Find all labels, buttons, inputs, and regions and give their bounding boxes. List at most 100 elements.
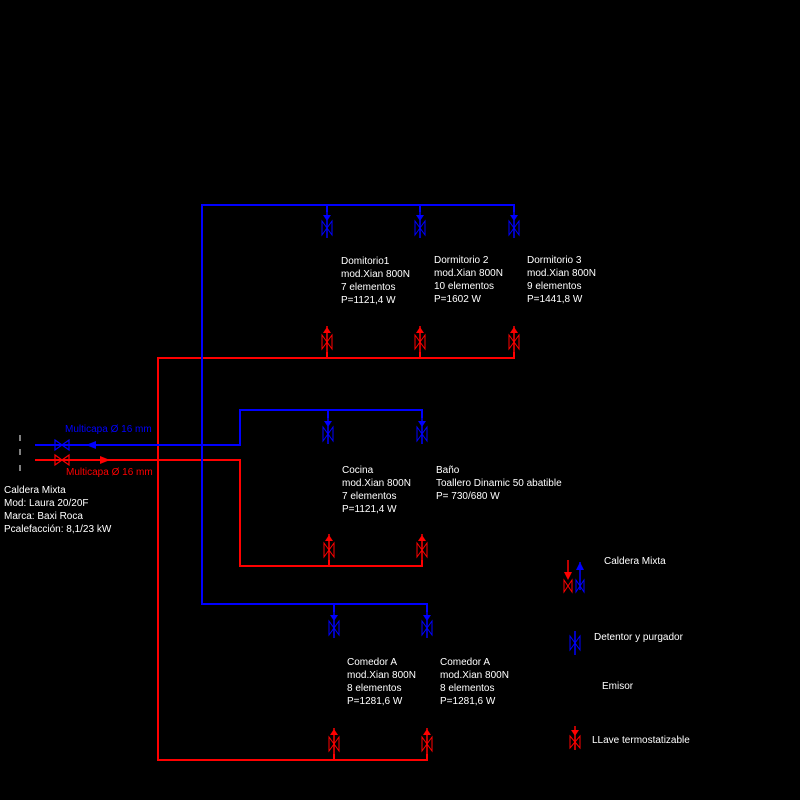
arrow-up-icon [418, 535, 426, 541]
supply-branch-bedrooms [157, 352, 515, 460]
legend-valve-label: LLave termostatizable [592, 735, 690, 746]
arrow-up-icon [423, 729, 431, 735]
valve-icon [421, 735, 433, 753]
room-name: Comedor A [440, 657, 490, 668]
valve-icon [563, 578, 573, 594]
valve-icon [421, 619, 433, 637]
supply-branch-kitchen [35, 459, 423, 567]
room-model: mod.Xian 800N [342, 478, 411, 489]
room-label-dining-a1: Comedor A mod.Xian 800N 8 elementos P=12… [347, 657, 416, 707]
arrow-down-icon [324, 421, 332, 427]
arrow-left-icon [86, 441, 96, 449]
arrow-up-icon [416, 327, 424, 333]
room-model: mod.Xian 800N [341, 269, 410, 280]
detentor-valve-3 [508, 212, 520, 238]
legend-emitter-label: Emisor [602, 681, 634, 692]
room-power: P= 730/680 W [436, 491, 500, 502]
arrow-down-icon [423, 615, 431, 621]
return-pipe-network [35, 204, 515, 612]
legend-detentor-symbol [569, 631, 581, 655]
legend-detentor-label: Detentor y purgador [594, 632, 684, 643]
valve-icon [414, 219, 426, 237]
boiler-brand: Marca: Baxi Roca [4, 511, 83, 522]
detentor-valve-1 [321, 212, 333, 238]
room-label-dining-a2: Comedor A mod.Xian 800N 8 elementos P=12… [440, 657, 509, 707]
return-pipe-label: Multicapa Ø 16 mm [65, 424, 152, 435]
detentor-valve-4 [322, 418, 334, 444]
detentor-valves [321, 212, 520, 638]
thermostatic-valve-2 [414, 326, 426, 352]
room-name: Dormitorio 2 [434, 255, 489, 266]
room-name: Cocina [342, 465, 374, 476]
arrow-down-icon [330, 615, 338, 621]
arrow-right-icon [100, 456, 110, 464]
thermostatic-valve-3 [508, 326, 520, 352]
room-model: mod.Xian 800N [434, 268, 503, 279]
thermostatic-valve-4 [323, 534, 335, 560]
supply-pipe-network [35, 352, 515, 761]
room-name: Comedor A [347, 657, 397, 668]
room-label-bedroom-3: Dormitorio 3 mod.Xian 800N 9 elementos P… [527, 255, 596, 305]
valve-icon [414, 333, 426, 351]
room-elements: 7 elementos [342, 491, 396, 502]
boiler-title: Caldera Mixta [4, 485, 66, 496]
valve-icon [569, 634, 581, 652]
legend: Caldera Mixta Detentor y purgador Emisor… [563, 556, 690, 750]
room-elements: 9 elementos [527, 281, 581, 292]
valve-icon [508, 333, 520, 351]
room-name: Baño [436, 465, 460, 476]
boiler-model: Mod: Laura 20/20F [4, 498, 89, 509]
arrow-up-icon [325, 535, 333, 541]
return-branch-bedrooms [201, 204, 515, 445]
valve-icon [323, 541, 335, 559]
valve-icon [569, 734, 581, 750]
boiler-info: Caldera Mixta Mod: Laura 20/20F Marca: B… [4, 485, 112, 535]
detentor-valve-7 [421, 612, 433, 638]
thermostatic-valve-7 [421, 728, 433, 754]
main-valve-return [54, 438, 70, 452]
valve-icon [416, 541, 428, 559]
return-branch-dining [201, 445, 428, 612]
arrow-up-icon [323, 327, 331, 333]
arrow-up-icon [330, 729, 338, 735]
arrow-down-icon [416, 215, 424, 221]
main-valve-supply [54, 453, 70, 467]
room-label-bedroom-2: Dormitorio 2 mod.Xian 800N 10 elementos … [434, 255, 503, 305]
supply-bedroom-drops [326, 352, 421, 358]
room-label-bathroom: Baño Toallero Dinamic 50 abatible P= 730… [436, 465, 562, 502]
detentor-valve-5 [416, 418, 428, 444]
room-elements: 8 elementos [347, 683, 401, 694]
arrow-down-icon [564, 572, 572, 580]
boiler-power: Pcalefacción: 8,1/23 kW [4, 524, 112, 535]
valve-icon [575, 578, 585, 594]
thermostatic-valve-1 [321, 326, 333, 352]
room-elements: 7 elementos [341, 282, 395, 293]
thermostatic-valves [321, 326, 520, 754]
room-model: mod.Xian 800N [347, 670, 416, 681]
valve-icon [321, 333, 333, 351]
return-branch-kitchen [35, 409, 423, 446]
arrow-down-icon [510, 215, 518, 221]
detentor-valve-2 [414, 212, 426, 238]
arrow-up-icon [510, 327, 518, 333]
supply-branch-dining [157, 460, 428, 761]
supply-pipe-label: Multicapa Ø 16 mm [66, 467, 153, 478]
room-power: P=1121,4 W [341, 295, 396, 306]
room-power: P=1121,4 W [342, 504, 397, 515]
legend-boiler-label: Caldera Mixta [604, 556, 666, 567]
valve-icon [322, 425, 334, 443]
valve-icon [416, 425, 428, 443]
flow-arrow-return [86, 441, 96, 449]
valve-icon [328, 619, 340, 637]
arrow-down-icon [323, 215, 331, 221]
arrow-up-icon [576, 562, 584, 570]
thermostatic-valve-6 [328, 728, 340, 754]
room-name: Dormitorio 3 [527, 255, 582, 266]
room-label-kitchen: Cocina mod.Xian 800N 7 elementos P=1121,… [342, 465, 411, 515]
arrow-down-icon [418, 421, 426, 427]
room-elements: 8 elementos [440, 683, 494, 694]
room-power: P=1602 W [434, 294, 482, 305]
room-elements: 10 elementos [434, 281, 494, 292]
